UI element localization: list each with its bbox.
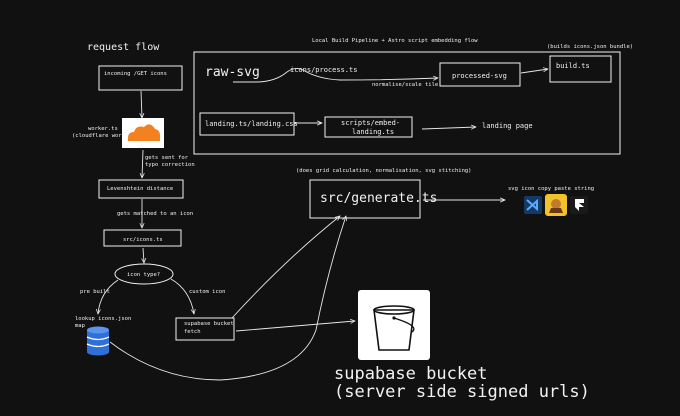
worker-label-1: worker.ts [88, 126, 118, 132]
incoming-get-box [98, 65, 183, 91]
clash-icon [545, 194, 567, 216]
output-note: svg icon copy paste string [508, 186, 594, 192]
incoming-get-label: incoming /GET icons [104, 71, 167, 77]
generate-note: (does grid calculation, normalisation, s… [296, 168, 472, 174]
process-ts-label: icons/process.ts [290, 66, 357, 74]
lookup-label-2: map [75, 323, 85, 329]
supabase-fetch-box [175, 317, 235, 341]
processed-svg-box [439, 62, 521, 87]
processed-svg-label: processed-svg [452, 72, 507, 80]
lookup-label-1: lookup icons.json [75, 316, 131, 322]
build-ts-box [549, 55, 612, 83]
arrow-processed-to-build [520, 69, 548, 74]
pipeline-title: Local Build Pipeline + Astro script embe… [312, 38, 478, 44]
typo-note-1: gets sent for [145, 155, 189, 161]
typo-note-2: typo correction [145, 162, 195, 168]
vscode-icon [524, 196, 542, 214]
bucket-icon [358, 290, 430, 360]
bundle-note: (builds icons.json bundle) [547, 44, 633, 50]
supabase-fetch-label-2: fetch [184, 329, 201, 335]
generate-label: src/generate.ts [320, 191, 437, 206]
supabase-fetch-label-1: supabase bucket [184, 321, 234, 327]
arrow-embed-to-landing-page [421, 127, 476, 129]
generate-box [309, 179, 421, 219]
levenshtein-box [98, 179, 184, 199]
arrow-fetch-to-generate [231, 216, 340, 319]
icons-ts-label: src/icons.ts [123, 237, 163, 243]
arrow-type-to-custom [170, 278, 194, 314]
embed-label-2: landing.ts [352, 128, 394, 136]
normalise-note: normalise/scale tile [372, 82, 438, 88]
arrow-database-to-generate [109, 216, 346, 381]
arrow-raw-to-processed [233, 67, 438, 83]
levenshtein-label: Levenshtein distance [107, 186, 173, 192]
database-icon [86, 326, 110, 356]
icons-ts-box [103, 229, 182, 247]
pipeline-container [193, 51, 621, 155]
arrow-icons-to-type [143, 247, 144, 263]
request-flow-title: request flow [87, 42, 160, 53]
arrow-type-to-prebuilt [98, 279, 119, 314]
arrow-worker-to-levenshtein [142, 149, 143, 178]
arrow-fetch-to-bucket [235, 321, 355, 332]
cloudflare-icon [122, 118, 164, 148]
landing-ts-label: landing.ts/landing.css [205, 120, 298, 128]
embed-box [324, 116, 413, 138]
icon-type-decision [114, 263, 174, 285]
raw-svg-label: raw-svg [205, 65, 260, 80]
bucket-title-1: supabase bucket [334, 364, 488, 384]
icon-type-label: icon type? [127, 272, 160, 278]
matched-note: gets matched to an icon [117, 211, 193, 217]
worker-label-2: (cloudflare worker) [72, 133, 135, 139]
build-ts-label: build.ts [556, 62, 590, 70]
pre-built-label: pre built [80, 289, 110, 295]
bucket-title-2: (server side signed urls) [334, 382, 590, 402]
custom-icon-label: custom icon [189, 289, 225, 295]
arrow-incoming-to-worker [141, 90, 142, 118]
framer-icon [570, 196, 588, 214]
landing-ts-box [199, 112, 295, 136]
landing-page-label: landing page [482, 122, 533, 130]
embed-label-1: scripts/embed- [341, 119, 400, 127]
